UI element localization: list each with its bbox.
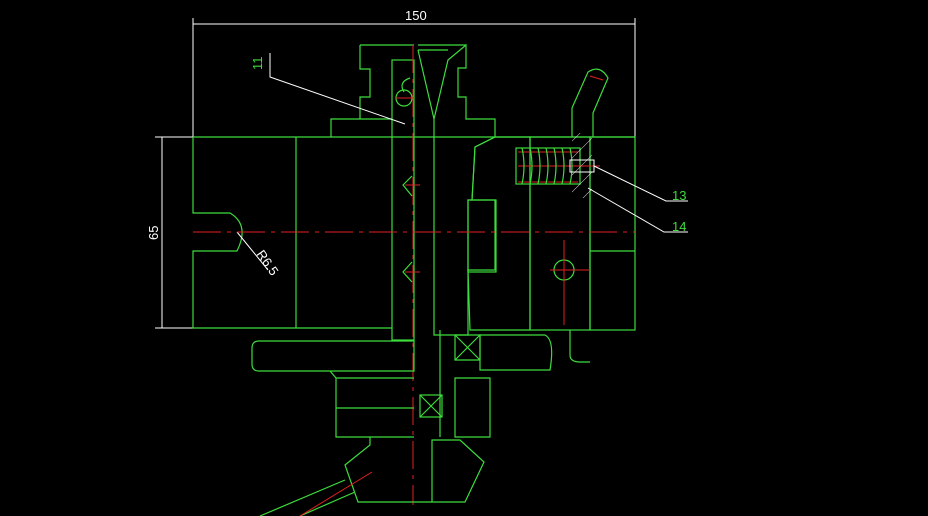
width-dimension-label: 150 bbox=[405, 8, 427, 23]
part-label-11: 11 bbox=[250, 57, 265, 71]
radius-label: R6.5 bbox=[254, 247, 282, 278]
leader-13: 13 bbox=[593, 165, 688, 203]
hatched-wedge bbox=[417, 43, 531, 336]
leader-14: 14 bbox=[587, 187, 688, 234]
spring bbox=[515, 133, 600, 198]
width-dimension: 150 bbox=[192, 8, 636, 137]
right-block bbox=[529, 136, 636, 331]
height-dimension: 65 bbox=[146, 136, 193, 329]
lower-assembly bbox=[251, 330, 590, 516]
handle bbox=[571, 68, 609, 137]
part-label-14: 14 bbox=[672, 219, 686, 234]
leader-11: 11 bbox=[250, 53, 406, 125]
top-clamp bbox=[330, 44, 420, 505]
part-label-13: 13 bbox=[672, 188, 686, 203]
height-dimension-label: 65 bbox=[146, 226, 161, 240]
